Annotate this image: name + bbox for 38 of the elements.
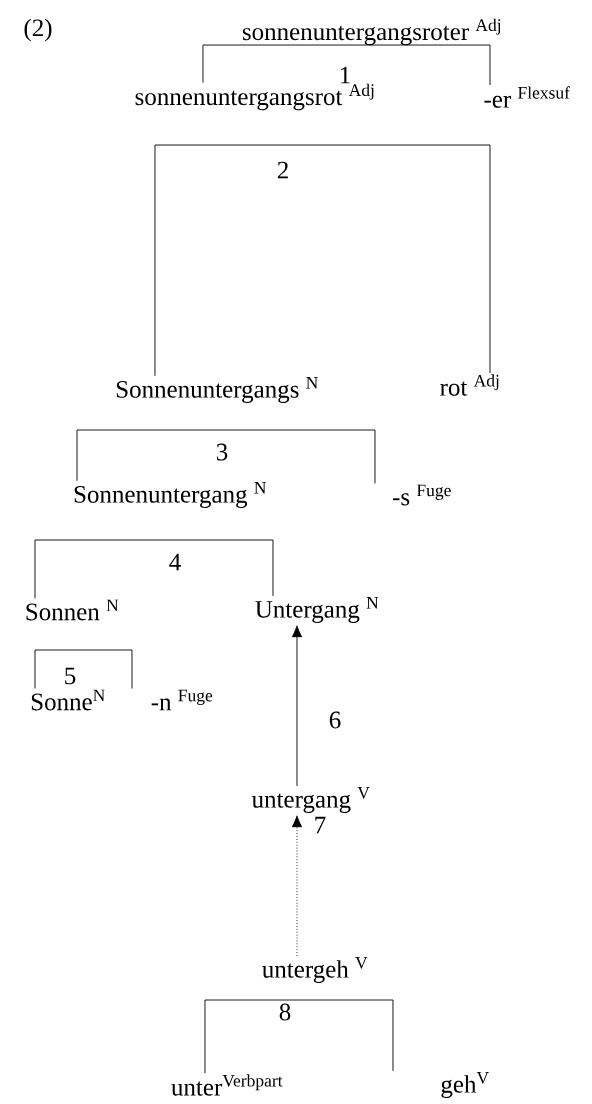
bracket-number: 8 [279,1003,291,1021]
word-label: Sonnen $^{N}$ [26,599,119,621]
word-label: -n $^{Fuge}$ [151,689,213,711]
bracket-line [76,429,218,482]
word-label: Untergang $^{N}$ [255,597,379,623]
bracket-number: 3 [216,443,228,461]
word-label: unter$^{Verbpart}$ [171,1074,283,1096]
bracket-line [204,999,316,1074]
word-label: sonnenuntergangsroter $^{Adj}$ [242,18,501,46]
word-label: Sonnenuntergangs $^{N}$ [116,377,318,403]
word-label: -er $^{Flexsuf}$ [484,86,570,108]
word-label: sonnenuntergangsrot $^{Adj}$ [135,83,374,111]
example-number: (2) [24,18,52,42]
bracket-line [169,539,274,597]
bracket-line [154,144,256,377]
arrow [291,625,303,787]
bracket-line [314,999,394,1072]
edge-label: 6 [327,710,343,730]
word-label: untergang $^{V}$ [251,787,370,813]
bracket-line [216,429,376,484]
bracket-line [371,44,491,86]
word-label: Sonne$^{N}$ [31,689,105,711]
word-label: rot $^{Adj}$ [440,374,499,396]
word-label: -s $^{Fuge}$ [393,484,451,506]
arrow [291,815,303,957]
bracket-line [71,649,133,689]
bracket-line [34,649,73,689]
bracket-line [254,144,491,374]
word-label: untergeh $^{V}$ [262,957,368,983]
bracket-number: 4 [169,553,181,571]
bracket-line [202,44,373,83]
bracket-number: 2 [277,161,288,179]
bracket-number: 1 [340,66,350,84]
word-label: geh$^{V}$ [441,1072,489,1098]
bracket-line [34,539,171,599]
edge-label: 7 [312,815,328,835]
word-label: Sonnenuntergang $^{N}$ [74,482,267,508]
bracket-number: 5 [65,667,76,685]
